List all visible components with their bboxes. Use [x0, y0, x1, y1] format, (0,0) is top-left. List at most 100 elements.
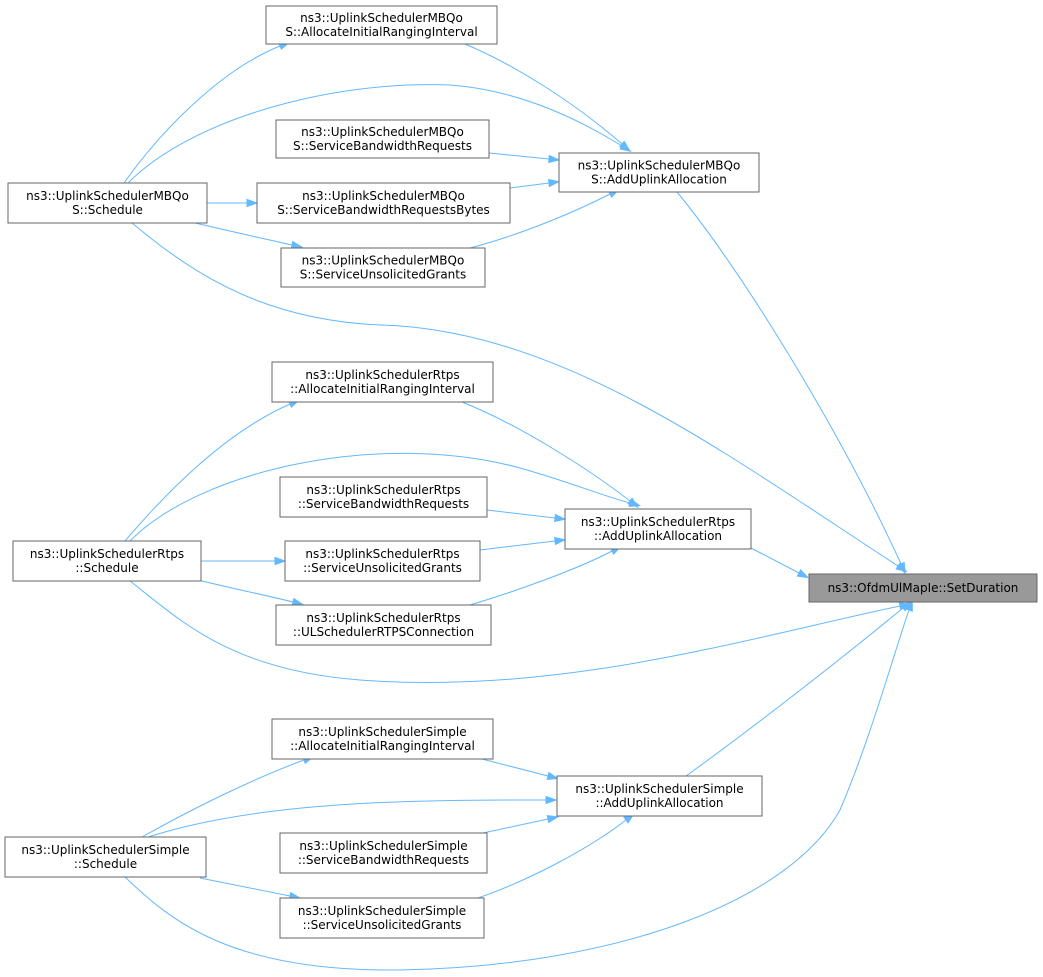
arrowhead-icon: [546, 815, 560, 824]
edge-mbqos_sbr-to-mbqos_add: [488, 152, 561, 164]
node-simple-add[interactable]: ns3::UplinkSchedulerSimple::AddUplinkAll…: [556, 775, 763, 817]
edge-line: [488, 152, 550, 160]
edge-line: [685, 607, 904, 777]
edge-rtps_sched-to-rtps_init: [124, 399, 301, 542]
edge-rtps_sched-to-rtps_ulconn: [197, 579, 305, 606]
edge-line: [486, 509, 556, 519]
node-box: [279, 832, 488, 874]
node-label-line: S::ServiceUnsolicitedGrants: [300, 268, 467, 282]
node-target[interactable]: ns3::OfdmUlMapIe::SetDuration: [808, 573, 1038, 603]
edge-simple_sched-to-simple_sug: [199, 877, 302, 900]
arrowhead-icon: [274, 556, 287, 566]
node-rtps-add[interactable]: ns3::UplinkSchedulerRtps::AddUplinkAlloc…: [564, 508, 752, 550]
node-box: [4, 836, 207, 878]
node-box: [558, 152, 760, 193]
node-box: [275, 119, 490, 159]
arrowhead-icon: [291, 597, 305, 606]
edge-line: [197, 579, 294, 603]
arrowhead-icon: [796, 569, 810, 579]
node-label-line: ::ServiceBandwidthRequests: [298, 497, 469, 511]
node-mbqos-init[interactable]: ns3::UplinkSchedulerMBQoS::AllocateIniti…: [265, 5, 498, 45]
node-mbqos-sbr[interactable]: ns3::UplinkSchedulerMBQoS::ServiceBandwi…: [275, 119, 490, 159]
edge-line: [461, 401, 631, 502]
node-simple-init[interactable]: ns3::UplinkSchedulerSimple::AllocateInit…: [271, 718, 494, 760]
edge-simple_sched-to-simple_init: [141, 755, 315, 838]
node-label-line: ::ServiceUnsolicitedGrants: [303, 561, 462, 575]
node-label-line: ::AllocateInitialRangingInterval: [290, 382, 475, 396]
node-mbqos-add[interactable]: ns3::UplinkSchedulerMBQoS::AddUplinkAllo…: [558, 152, 760, 193]
nodes-layer: ns3::OfdmUlMapIe::SetDurationns3::Uplink…: [4, 5, 1038, 939]
node-simple-sbr[interactable]: ns3::UplinkSchedulerSimple::ServiceBandw…: [279, 832, 488, 874]
edge-rtps_sched-to-rtps_add: [129, 452, 642, 542]
edge-line: [131, 222, 899, 567]
node-box: [808, 573, 1038, 603]
edge-line: [144, 799, 547, 839]
node-label-line: ns3::UplinkSchedulerSimple: [298, 725, 466, 739]
edge-line: [750, 547, 800, 574]
node-box: [279, 897, 485, 939]
node-label-line: ns3::UplinkSchedulerRtps: [306, 611, 460, 625]
node-label-line: ns3::UplinkSchedulerMBQo: [26, 189, 189, 203]
node-label-line: ns3::UplinkSchedulerMBQo: [578, 159, 741, 173]
node-label-line: ::AddUplinkAllocation: [595, 796, 723, 810]
node-label-line: S::ServiceBandwidthRequests: [293, 139, 472, 153]
node-rtps-init[interactable]: ns3::UplinkSchedulerRtps::AllocateInitia…: [271, 361, 494, 403]
edge-line: [123, 45, 281, 184]
arrowhead-icon: [895, 562, 908, 573]
edge-mbqos_sched-to-mbqos_sug: [194, 222, 304, 249]
node-rtps-ulconn[interactable]: ns3::UplinkSchedulerRtps::ULSchedulerRTP…: [275, 604, 492, 646]
node-box: [265, 5, 498, 45]
edge-line: [141, 759, 305, 838]
edge-line: [676, 191, 902, 565]
edge-simple_sug-to-simple_add: [477, 812, 636, 899]
edge-rtps_init-to-rtps_add: [461, 401, 640, 509]
edge-mbqos_sched-to-mbqos_add: [127, 84, 632, 184]
node-label-line: ns3::UplinkSchedulerRtps: [305, 368, 459, 382]
edge-line: [479, 540, 556, 551]
node-simple-sched[interactable]: ns3::UplinkSchedulerSimple::Schedule: [4, 836, 207, 878]
edge-rtps_sug-to-rtps_add: [479, 536, 567, 551]
node-label-line: ns3::UplinkSchedulerMBQo: [300, 11, 463, 25]
edge-simple_sbr-to-simple_add: [482, 815, 560, 834]
arrowhead-icon: [628, 498, 642, 507]
node-label-line: S::AllocateInitialRangingInterval: [285, 25, 477, 39]
node-label-line: ::ServiceUnsolicitedGrants: [303, 918, 462, 932]
node-mbqos-sbrb[interactable]: ns3::UplinkSchedulerMBQoS::ServiceBandwi…: [256, 182, 511, 224]
edge-line: [469, 193, 611, 249]
node-box: [280, 247, 486, 288]
node-box: [271, 361, 494, 403]
node-box: [271, 718, 494, 760]
node-mbqos-sug[interactable]: ns3::UplinkSchedulerMBQoS::ServiceUnsoli…: [280, 247, 486, 288]
arrowhead-icon: [246, 198, 259, 208]
edge-simple_add-to-target: [685, 600, 912, 777]
node-label-line: ns3::UplinkSchedulerMBQo: [301, 125, 464, 139]
node-label-line: ns3::UplinkSchedulerRtps: [305, 547, 459, 561]
node-label-line: ::AllocateInitialRangingInterval: [290, 739, 475, 753]
node-rtps-sched[interactable]: ns3::UplinkSchedulerRtps::Schedule: [12, 540, 202, 582]
edge-rtps_ulconn-to-rtps_add: [469, 545, 623, 606]
node-label-line: ns3::UplinkSchedulerRtps: [30, 547, 184, 561]
node-label-line: ::ServiceBandwidthRequests: [298, 853, 469, 867]
edge-simple_sched-to-simple_add: [144, 795, 558, 839]
node-rtps-sbr[interactable]: ns3::UplinkSchedulerRtps::ServiceBandwid…: [279, 476, 488, 518]
node-simple-sug[interactable]: ns3::UplinkSchedulerSimple::ServiceUnsol…: [279, 897, 485, 939]
edge-line: [477, 819, 627, 899]
arrowhead-icon: [554, 513, 567, 523]
edge-line: [464, 43, 623, 145]
node-label-line: ::AddUplinkAllocation: [594, 529, 722, 543]
edge-rtps_sbr-to-rtps_add: [486, 509, 567, 523]
arrowhead-icon: [546, 771, 560, 780]
edge-line: [469, 550, 613, 606]
edge-line: [194, 222, 293, 246]
node-box: [256, 182, 511, 224]
node-rtps-sug[interactable]: ns3::UplinkSchedulerRtps::ServiceUnsolic…: [284, 540, 481, 582]
node-label-line: ns3::UplinkSchedulerSimple: [299, 839, 467, 853]
node-label-line: ns3::UplinkSchedulerSimple: [298, 904, 466, 918]
edges-layer: [123, 41, 913, 971]
node-box: [556, 775, 763, 817]
edge-line: [127, 84, 623, 184]
arrowhead-icon: [545, 795, 558, 805]
edge-rtps_sched-to-target: [129, 580, 912, 684]
